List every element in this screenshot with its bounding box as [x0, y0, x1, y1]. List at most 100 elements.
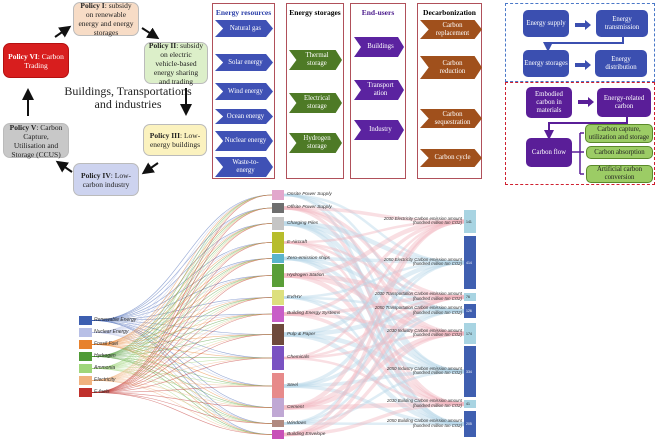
- link-middle-to-target: [283, 295, 465, 437]
- target-label-unit: (hundred million ton CO2): [412, 422, 462, 428]
- link-source-to-middle: [91, 194, 273, 357]
- target-label-title: 2030 Transportation Carbon emission amou…: [374, 291, 462, 296]
- decarb-carbon-reduction: Carbon reduction: [420, 56, 482, 79]
- link-middle-to-target: [283, 273, 465, 300]
- link-middle-to-target: [283, 332, 465, 427]
- target-label: 2050 Transportation Carbon emission amou…: [375, 305, 462, 316]
- target-label-title: 2050 Building Carbon emission amount: [386, 418, 462, 423]
- decarbonization-title: Decarbonization: [423, 8, 476, 17]
- link-middle-to-target: [283, 401, 465, 410]
- target-label: 2030 Electricity Carbon emission amount(…: [384, 216, 462, 227]
- target-value: 334: [466, 369, 472, 374]
- middle-node-13: [272, 430, 284, 439]
- link-source-to-middle: [91, 380, 273, 424]
- link-middle-to-target: [283, 221, 465, 374]
- link-source-to-middle: [91, 332, 273, 424]
- link-source-to-middle: [91, 392, 273, 424]
- target-value: 141: [466, 219, 472, 224]
- carbon-flow-panel: [505, 82, 655, 185]
- link-middle-to-target: [283, 256, 465, 374]
- middle-node-label: Building Energy Systems: [287, 311, 341, 316]
- link-source-to-middle: [91, 356, 273, 408]
- middle-node-label: Zero-emission ships: [287, 255, 330, 261]
- source-label: E-fuels: [94, 389, 110, 395]
- link-source-to-middle: [91, 334, 273, 381]
- middle-node-2: [272, 217, 284, 230]
- link-middle-to-target: [283, 193, 465, 373]
- source-label: Renewable Energy: [94, 317, 137, 323]
- link-middle-to-target: [283, 241, 465, 335]
- artificial-carbon-conversion-box: Artificial carbon conversion: [586, 165, 653, 183]
- link-middle-to-target: [283, 256, 465, 265]
- source-swatch-4: [79, 364, 92, 373]
- energy-storages-title: Energy storages: [289, 8, 341, 17]
- link-middle-to-target: [283, 294, 465, 410]
- ccus-box: Carbon capture, utilization and storage: [585, 124, 653, 143]
- end-users-title: End-users: [361, 8, 395, 17]
- energy-transmission-box: Energy transmission: [596, 10, 648, 37]
- link-middle-to-target: [283, 193, 465, 313]
- link-middle-to-target: [283, 256, 465, 426]
- decarb-carbon-cycle: Carbon cycle: [420, 149, 482, 167]
- target-label-title: 2050 Electricity Carbon emission amount: [383, 256, 462, 262]
- link-middle-to-target: [283, 332, 465, 374]
- middle-node-1: [272, 203, 284, 213]
- resource-wind-energy: Wind energy: [215, 83, 273, 100]
- end-user-buildings: Buildings: [354, 37, 404, 57]
- target-node-6: [464, 400, 476, 408]
- policy-iv-box: Policy IV: Low-carbon industry: [73, 163, 139, 196]
- policy-v-text: : Carbon Capture, Utilisation and Storag…: [11, 122, 63, 159]
- target-node-2: [464, 293, 476, 301]
- middle-node-label: EV/HV: [287, 294, 302, 300]
- middle-node-12: [272, 420, 284, 427]
- target-node-0: [464, 210, 476, 233]
- link-source-to-middle: [91, 223, 273, 369]
- energy-resources-title: Energy resources: [215, 8, 272, 17]
- target-label: 2050 Industry Carbon emission amount(hun…: [387, 366, 462, 377]
- target-label-title: 2030 Building Carbon emission amount: [386, 398, 462, 403]
- link-middle-to-target: [283, 296, 465, 313]
- link-middle-to-target: [283, 260, 465, 337]
- energy-distribution-box: Energy distribution: [595, 50, 647, 77]
- energy-storages-box: Energy storages: [523, 50, 569, 77]
- link-source-to-middle: [91, 380, 273, 387]
- link-source-to-middle: [91, 258, 273, 369]
- energy-supply-box: Energy supply: [523, 10, 569, 37]
- source-label: Nuclear Energy: [94, 329, 129, 335]
- arrow-energy-related-to-flow: [544, 117, 628, 140]
- source-swatch-3: [79, 352, 92, 361]
- link-source-to-middle: [91, 356, 273, 424]
- link-middle-to-target: [283, 206, 465, 224]
- link-source-to-middle: [91, 194, 273, 333]
- source-label: Electricity: [94, 377, 116, 383]
- link-middle-to-target: [283, 309, 465, 388]
- middle-node-7: [272, 306, 284, 322]
- link-source-to-middle: [91, 297, 273, 357]
- decarbonization-column: Decarbonization Carbon replacement Carbo…: [417, 3, 482, 179]
- target-label-unit: (hundred million ton CO2): [412, 402, 462, 408]
- source-swatch-5: [79, 376, 92, 385]
- cycle-arrows: [22, 25, 192, 175]
- link-source-to-middle: [91, 242, 273, 369]
- link-middle-to-target: [283, 206, 465, 406]
- middle-node-label: Hydrogen Station: [287, 272, 325, 278]
- link-middle-to-target: [283, 370, 465, 425]
- link-source-to-middle: [91, 297, 273, 381]
- policy-i-text: : subsidy on renewable energy and energy…: [78, 1, 134, 37]
- middle-node-label: Onsite Power Supply: [287, 192, 332, 197]
- link-middle-to-target: [283, 260, 465, 388]
- link-middle-to-target: [283, 256, 465, 313]
- arrow-iv-to-v: [55, 160, 73, 173]
- link-source-to-middle: [91, 313, 273, 381]
- link-source-to-middle: [91, 223, 273, 321]
- target-label-unit: (hundred million ton CO2): [412, 309, 462, 315]
- middle-node-6: [272, 290, 284, 305]
- link-source-to-middle: [91, 297, 273, 345]
- link-source-to-middle: [91, 385, 273, 393]
- target-label: 2030 Transportation Carbon emission amou…: [374, 291, 462, 302]
- link-source-to-middle: [91, 275, 273, 333]
- link-source-to-middle: [91, 207, 273, 333]
- link-source-to-middle: [91, 313, 273, 369]
- middle-node-8: [272, 324, 284, 345]
- middle-node-label: Steel: [287, 383, 298, 388]
